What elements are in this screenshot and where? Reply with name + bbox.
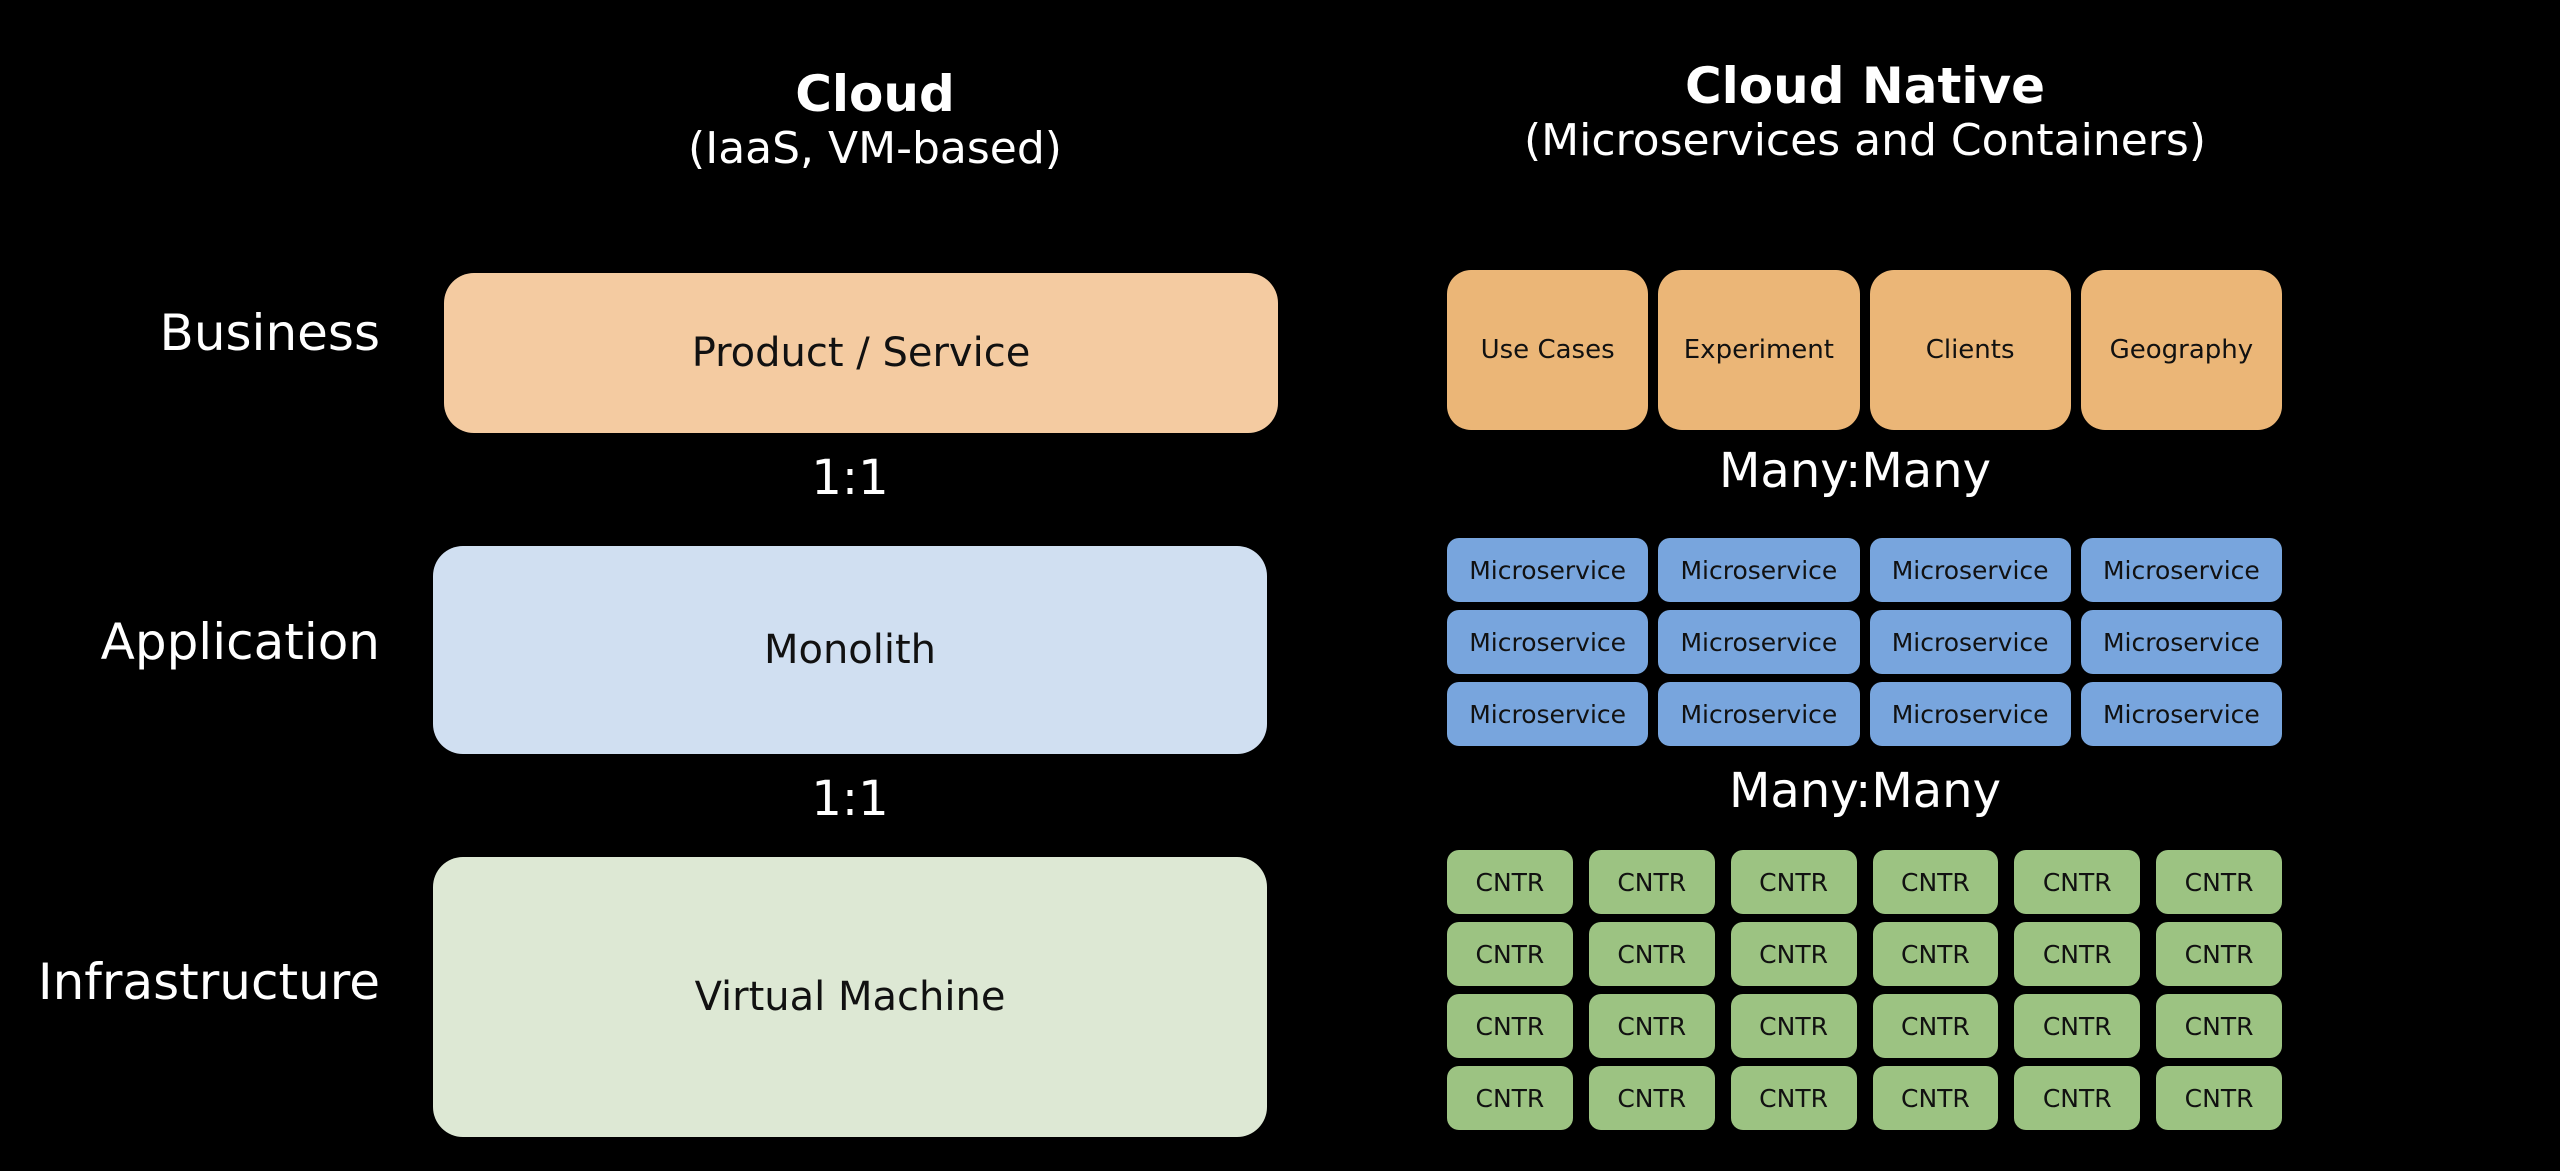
- microservice-box: Microservice: [1869, 610, 2071, 674]
- cloud-native-heading-subtitle: (Microservices and Containers): [1524, 114, 2206, 166]
- ratio-application-infrastructure-right: Many:Many: [1729, 763, 2001, 819]
- business-item: Experiment: [1658, 270, 1860, 430]
- business-item: Geography: [2080, 270, 2282, 430]
- container-box: CNTR: [2156, 994, 2282, 1058]
- container-box: CNTR: [1447, 922, 1573, 986]
- container-box: CNTR: [1730, 1066, 1857, 1130]
- container-box: CNTR: [2014, 1066, 2141, 1130]
- ratio-application-infrastructure-left: 1:1: [811, 771, 889, 827]
- microservice-box: Microservice: [1658, 682, 1860, 746]
- cloud-heading-title: Cloud: [795, 65, 955, 123]
- container-box: CNTR: [1730, 922, 1857, 986]
- container-box: CNTR: [1872, 850, 1999, 914]
- container-box: CNTR: [2156, 922, 2282, 986]
- microservice-box: Microservice: [1658, 610, 1860, 674]
- container-box: CNTR: [1872, 922, 1999, 986]
- microservice-box: Microservice: [2080, 538, 2282, 602]
- business-item: Use Cases: [1447, 270, 1649, 430]
- microservice-box: Microservice: [1447, 610, 1649, 674]
- cloud-heading-subtitle: (IaaS, VM-based): [688, 122, 1062, 174]
- microservice-box: Microservice: [1658, 538, 1860, 602]
- container-box: CNTR: [2156, 850, 2282, 914]
- container-box: CNTR: [1447, 1066, 1573, 1130]
- cloud-heading: Cloud (IaaS, VM-based): [600, 65, 1150, 174]
- container-box: CNTR: [1730, 994, 1857, 1058]
- ratio-business-application-left: 1:1: [811, 450, 889, 506]
- container-box: CNTR: [2014, 994, 2141, 1058]
- product-service-box: Product / Service: [444, 273, 1278, 433]
- container-box: CNTR: [1588, 1066, 1715, 1130]
- row-label-application: Application: [100, 613, 380, 671]
- container-box: CNTR: [1588, 922, 1715, 986]
- microservice-box: Microservice: [2080, 610, 2282, 674]
- container-box: CNTR: [1872, 1066, 1999, 1130]
- container-box: CNTR: [2014, 850, 2141, 914]
- row-label-infrastructure: Infrastructure: [37, 953, 380, 1011]
- microservice-box: Microservice: [1869, 538, 2071, 602]
- business-item: Clients: [1869, 270, 2071, 430]
- cloud-native-heading-title: Cloud Native: [1684, 57, 2046, 115]
- virtual-machine-box: Virtual Machine: [433, 857, 1267, 1137]
- ratio-business-application-right: Many:Many: [1719, 443, 1991, 499]
- microservice-box: Microservice: [2080, 682, 2282, 746]
- container-box: CNTR: [2014, 922, 2141, 986]
- row-label-business: Business: [159, 304, 380, 362]
- container-box: CNTR: [1872, 994, 1999, 1058]
- container-box: CNTR: [1730, 850, 1857, 914]
- microservice-box: Microservice: [1447, 682, 1649, 746]
- container-box: CNTR: [2156, 1066, 2282, 1130]
- microservice-box: Microservice: [1869, 682, 2071, 746]
- container-box: CNTR: [1588, 850, 1715, 914]
- microservice-box: Microservice: [1447, 538, 1649, 602]
- container-box: CNTR: [1447, 994, 1573, 1058]
- monolith-box: Monolith: [433, 546, 1267, 754]
- container-box: CNTR: [1588, 994, 1715, 1058]
- cloud-native-heading: Cloud Native (Microservices and Containe…: [1450, 57, 2280, 166]
- container-box: CNTR: [1447, 850, 1573, 914]
